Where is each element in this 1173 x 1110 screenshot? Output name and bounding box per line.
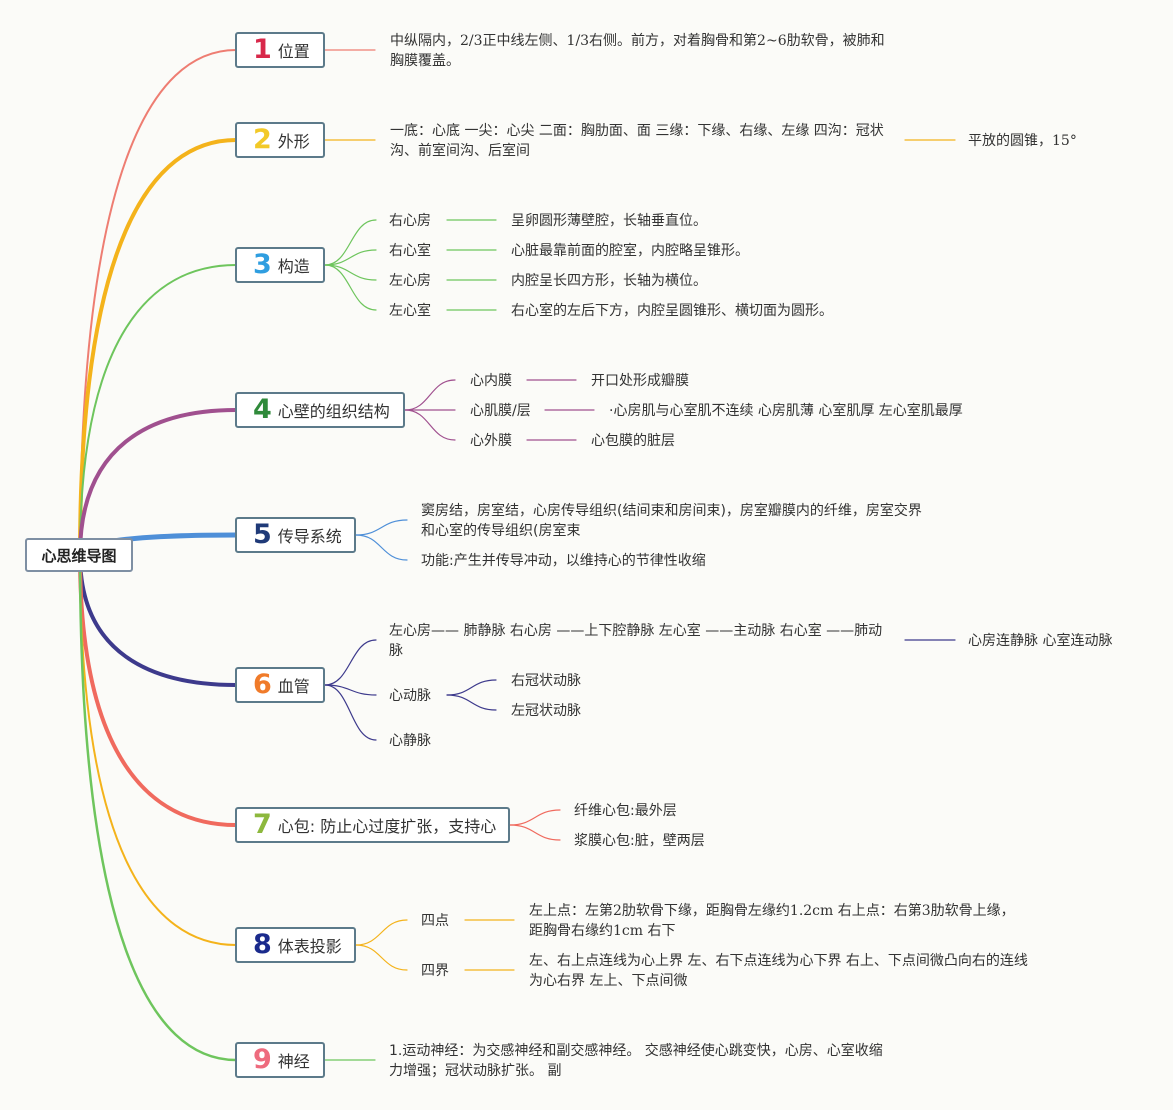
wall-fan-3	[404, 409, 456, 441]
chamber-label-4: 左心室	[389, 303, 431, 319]
chamber-label-2: 右心室	[389, 243, 431, 259]
wall-fan-1	[404, 379, 456, 411]
pericardium-desc-2: 浆膜心包:脏，壁两层	[574, 833, 705, 849]
number-9-icon: 9	[253, 1043, 272, 1075]
topic-nerves[interactable]: 9 神经	[235, 1042, 325, 1078]
pericardium-fan-2	[509, 824, 561, 841]
branch-line-8	[79, 554, 237, 946]
conduction-desc-1: 窦房结，房室结，心房传导组织(结间束和房间束)，房室瓣膜内的纤维，房室交界和心室…	[421, 503, 922, 539]
branch-line-4	[78, 408, 238, 557]
branch-line-2	[78, 138, 238, 557]
root-topic[interactable]: 心思维导图	[25, 538, 133, 572]
conduction-fan-1	[355, 519, 408, 536]
structure-fan-1	[324, 219, 377, 266]
branch-line-9	[78, 553, 238, 1062]
shape-note: 平放的圆锥，15°	[968, 133, 1077, 149]
topic-label: 位置	[277, 42, 310, 61]
position-desc: 中纵隔内，2/3正中线左侧、1/3右侧。前方，对着胸骨和第2~6肋软骨，被肺和胸…	[390, 33, 885, 69]
vessels-fan-3	[324, 684, 377, 741]
chamber-label-3: 左心房	[389, 273, 431, 289]
shape-desc: 一底：心底 一尖：心尖 二面：胸肋面、面 三缘：下缘、右缘、左缘 四沟：冠状沟、…	[390, 123, 884, 159]
structure-fan-4	[324, 264, 377, 311]
pericardium-fan-1	[509, 809, 561, 826]
topic-conduction-system[interactable]: 5 传导系统	[235, 517, 356, 553]
topic-label: 体表投影	[277, 937, 342, 956]
projection-label-2: 四界	[421, 963, 449, 979]
vessels-fan-1	[324, 639, 377, 686]
topic-label: 构造	[277, 257, 310, 276]
chamber-desc-3: 内腔呈长四方形，长轴为横位。	[511, 273, 707, 289]
topic-wall-tissue[interactable]: 4 心壁的组织结构	[235, 392, 405, 428]
coronary-fan-2	[446, 694, 497, 711]
projection-fan-1	[355, 919, 408, 946]
number-8-icon: 8	[253, 928, 272, 960]
coronary-artery-label: 心动脉	[389, 688, 431, 704]
left-coronary-artery: 左冠状动脉	[511, 703, 581, 719]
right-coronary-artery: 右冠状动脉	[511, 673, 581, 689]
nerves-desc: 1.运动神经：为交感神经和副交感神经。 交感神经使心跳变快，心房、心室收缩力增强…	[389, 1043, 883, 1079]
topic-position[interactable]: 1 位置	[235, 32, 325, 68]
projection-desc-1: 左上点：左第2肋软骨下缘，距胸骨左缘约1.2cm 右上点：右第3肋软骨上缘，距胸…	[529, 903, 1015, 939]
number-5-icon: 5	[253, 518, 272, 550]
chamber-desc-4: 右心室的左后下方，内腔呈圆锥形、横切面为圆形。	[511, 303, 833, 319]
chamber-label-1: 右心房	[389, 213, 431, 229]
topic-pericardium[interactable]: 7 心包: 防止心过度扩张，支持心	[235, 807, 510, 843]
number-3-icon: 3	[253, 248, 272, 280]
chamber-desc-1: 呈卵圆形薄壁腔，长轴垂直位。	[511, 213, 707, 229]
cardiac-vein-label: 心静脉	[389, 733, 431, 749]
coronary-fan-1	[446, 679, 497, 696]
topic-label: 心壁的组织结构	[277, 402, 390, 421]
conduction-fan-2	[355, 534, 408, 561]
topic-label: 传导系统	[277, 527, 342, 546]
conduction-desc-2: 功能:产生并传导冲动，以维持心的节律性收缩	[421, 553, 706, 569]
topic-shape[interactable]: 2 外形	[235, 122, 325, 158]
number-6-icon: 6	[253, 668, 272, 700]
number-4-icon: 4	[253, 393, 272, 425]
structure-fan-3	[324, 264, 377, 281]
vessels-main-desc: 左心房—— 肺静脉 右心房 ——上下腔静脉 左心室 ——主动脉 右心室 ——肺动…	[389, 623, 883, 659]
topic-label: 外形	[277, 132, 310, 151]
vessels-note: 心房连静脉 心室连动脉	[968, 633, 1113, 649]
projection-label-1: 四点	[421, 913, 449, 929]
branch-line-3	[79, 264, 237, 556]
projection-fan-2	[355, 944, 408, 971]
wall-label-2: 心肌膜/层	[470, 403, 531, 419]
wall-label-1: 心内膜	[470, 373, 512, 389]
topic-surface-projection[interactable]: 8 体表投影	[235, 927, 356, 963]
number-7-icon: 7	[253, 808, 272, 840]
pericardium-desc-1: 纤维心包:最外层	[574, 803, 677, 819]
number-2-icon: 2	[253, 123, 272, 155]
wall-desc-2: ·心房肌与心室肌不连续 心房肌薄 心室肌厚 左心室肌最厚	[609, 403, 963, 419]
topic-label: 神经	[277, 1052, 310, 1071]
topic-label: 血管	[277, 677, 310, 696]
wall-desc-1: 开口处形成瓣膜	[591, 373, 689, 389]
vessels-fan-2	[324, 684, 377, 696]
number-1-icon: 1	[253, 33, 272, 65]
projection-desc-2: 左、右上点连线为心上界 左、右下点连线为心下界 右上、下点间微凸向右的连线为心右…	[529, 953, 1028, 989]
topic-structure[interactable]: 3 构造	[235, 247, 325, 283]
wall-label-3: 心外膜	[470, 433, 512, 449]
wall-desc-3: 心包膜的脏层	[591, 433, 675, 449]
topic-label: 心包: 防止心过度扩张，支持心	[277, 817, 497, 836]
structure-fan-2	[324, 249, 377, 266]
branch-line-7	[78, 553, 238, 827]
topic-vessels[interactable]: 6 血管	[235, 667, 325, 703]
branch-line-6	[78, 553, 238, 687]
chamber-desc-2: 心脏最靠前面的腔室，内腔略呈锥形。	[511, 243, 749, 259]
